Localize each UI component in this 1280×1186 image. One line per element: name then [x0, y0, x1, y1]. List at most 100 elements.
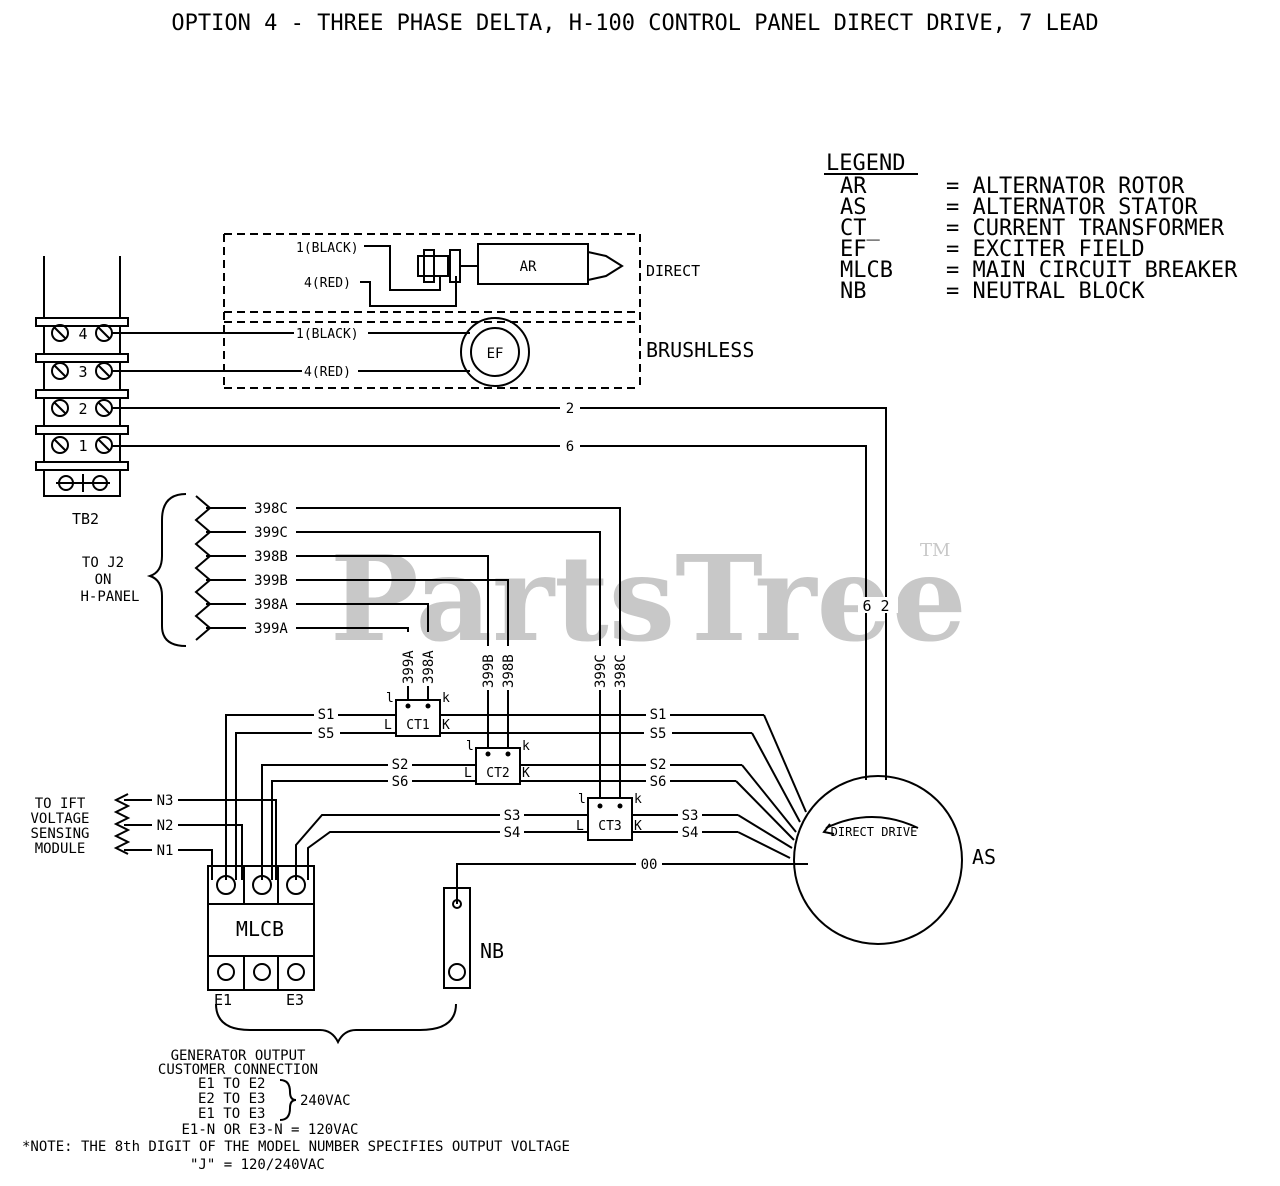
ct-pin: l [578, 792, 586, 807]
wire-label: 399A [254, 621, 288, 637]
ct-pin: k [522, 739, 530, 754]
note-120: E1-N OR E3-N = 120VAC [181, 1122, 358, 1138]
ct-lead-label: 398A [421, 650, 437, 684]
legend-desc: = EXCITER FIELD [946, 237, 1145, 262]
screw-icon [95, 324, 113, 342]
screw-icon [95, 399, 113, 417]
j2-connector-icon [194, 495, 212, 641]
legend-abbr: MLCB [840, 258, 893, 283]
legend-desc: = ALTERNATOR STATOR [946, 195, 1198, 220]
legend-desc: = NEUTRAL BLOCK [946, 279, 1145, 304]
wire-label: S2 [392, 757, 409, 773]
ct-pin: L [384, 718, 392, 733]
legend-desc: = CURRENT TRANSFORMER [946, 216, 1225, 241]
ct-pin: l [466, 739, 474, 754]
legend-desc: = ALTERNATOR ROTOR [946, 174, 1185, 199]
ift-label: MODULE [35, 841, 86, 857]
output-bracket [215, 1003, 457, 1045]
rotor-box [477, 243, 589, 285]
trademark: TM [920, 540, 950, 561]
output-notes: GENERATOR OUTPUT CUSTOMER CONNECTION E1 … [22, 1048, 570, 1173]
ct-pin: K [442, 718, 450, 733]
stator-inner-label: DIRECT DRIVE [831, 825, 918, 839]
ct-pin: L [464, 766, 472, 781]
rotor-label: AR [520, 259, 537, 275]
wire-label: N2 [157, 818, 174, 834]
ct-lead-label: 399C [593, 654, 609, 688]
j2-label: H-PANEL [80, 589, 139, 605]
j2-label: ON [95, 572, 112, 588]
alternator-stator [793, 775, 963, 945]
legend-abbr: CT_ [840, 216, 880, 241]
wire-label: S6 [392, 774, 409, 790]
legend-abbr: EF [840, 237, 867, 262]
ct1: CT1 l k L K [384, 691, 450, 737]
shaft-icon [587, 251, 624, 281]
ct-pin: L [576, 819, 584, 834]
legend-abbr: NB [840, 279, 867, 304]
wire-label: 4(RED) [304, 365, 351, 380]
screw-icon [51, 399, 69, 417]
note-text: *NOTE: THE 8th DIGIT OF THE MODEL NUMBER… [22, 1139, 570, 1155]
wire-label: 398C [254, 501, 288, 517]
wire-label: 398B [254, 549, 288, 565]
ift-connector-icon [113, 793, 131, 855]
wire-label: S5 [318, 726, 335, 742]
note-pair: E2 TO E3 [198, 1091, 265, 1107]
ct-pin: K [634, 819, 642, 834]
wire-label: 398A [254, 597, 288, 613]
wire-label: 1(BLACK) [296, 241, 359, 256]
ct-label: CT1 [406, 718, 429, 733]
wire-label: 399B [254, 573, 288, 589]
tb2-label: TB2 [72, 510, 99, 528]
ct-pin: l [386, 691, 394, 706]
note-heading: CUSTOMER CONNECTION [158, 1062, 318, 1078]
ift-label: TO IFT [35, 796, 86, 812]
wire-label: S4 [504, 825, 521, 841]
ct-lead-label: 399B [481, 654, 497, 688]
wire-label: S3 [682, 808, 699, 824]
wire-label: 1(BLACK) [296, 327, 359, 342]
wire-label: 00 [641, 857, 658, 873]
exciter-field-icon [460, 317, 530, 387]
legend-abbr: AS [840, 195, 867, 220]
terminal-number: 3 [78, 363, 87, 381]
ift-label: VOLTAGE [30, 811, 89, 827]
ground-icon [56, 474, 110, 492]
ct-lead-label: 398B [501, 654, 517, 688]
terminal-block-tb2: 4 3 2 1 TB2 [35, 256, 129, 528]
ct-pin: k [442, 691, 450, 706]
stator-label: AS [972, 845, 996, 869]
mlcb-e3: E3 [286, 991, 304, 1009]
screw-icon [51, 362, 69, 380]
wire-label: 6 2 [862, 597, 889, 615]
slip-ring-icon [417, 249, 478, 283]
ct3: CT3 l k L K [576, 792, 642, 841]
brace-icon [279, 1079, 297, 1121]
main-circuit-breaker [207, 865, 315, 991]
ct-label: CT2 [486, 766, 509, 781]
wire-label: S3 [504, 808, 521, 824]
note-240: 240VAC [300, 1093, 351, 1109]
ct-pin: k [634, 792, 642, 807]
ift-label: SENSING [30, 826, 89, 842]
screw-icon [95, 362, 113, 380]
wire-label: S6 [650, 774, 667, 790]
terminal-number: 4 [78, 325, 87, 343]
ct2: CT2 l k L K [464, 739, 530, 785]
mlcb-label: MLCB [236, 917, 284, 941]
terminal-number: 1 [78, 437, 87, 455]
wire-label: S5 [650, 726, 667, 742]
exciter-label: EF [487, 346, 504, 362]
wire-label: S1 [650, 707, 667, 723]
legend: LEGEND AR = ALTERNATOR ROTOR AS = ALTERN… [824, 151, 1238, 304]
wire-label: 4(RED) [304, 276, 351, 291]
wire-label: 6 [566, 439, 574, 455]
wire-label: N3 [157, 793, 174, 809]
ct-pin: K [522, 766, 530, 781]
nb-label: NB [480, 939, 504, 963]
excitation-box [223, 233, 641, 389]
ct-label: CT3 [598, 819, 621, 834]
legend-abbr: AR [840, 174, 867, 199]
note-heading: GENERATOR OUTPUT [171, 1048, 306, 1064]
